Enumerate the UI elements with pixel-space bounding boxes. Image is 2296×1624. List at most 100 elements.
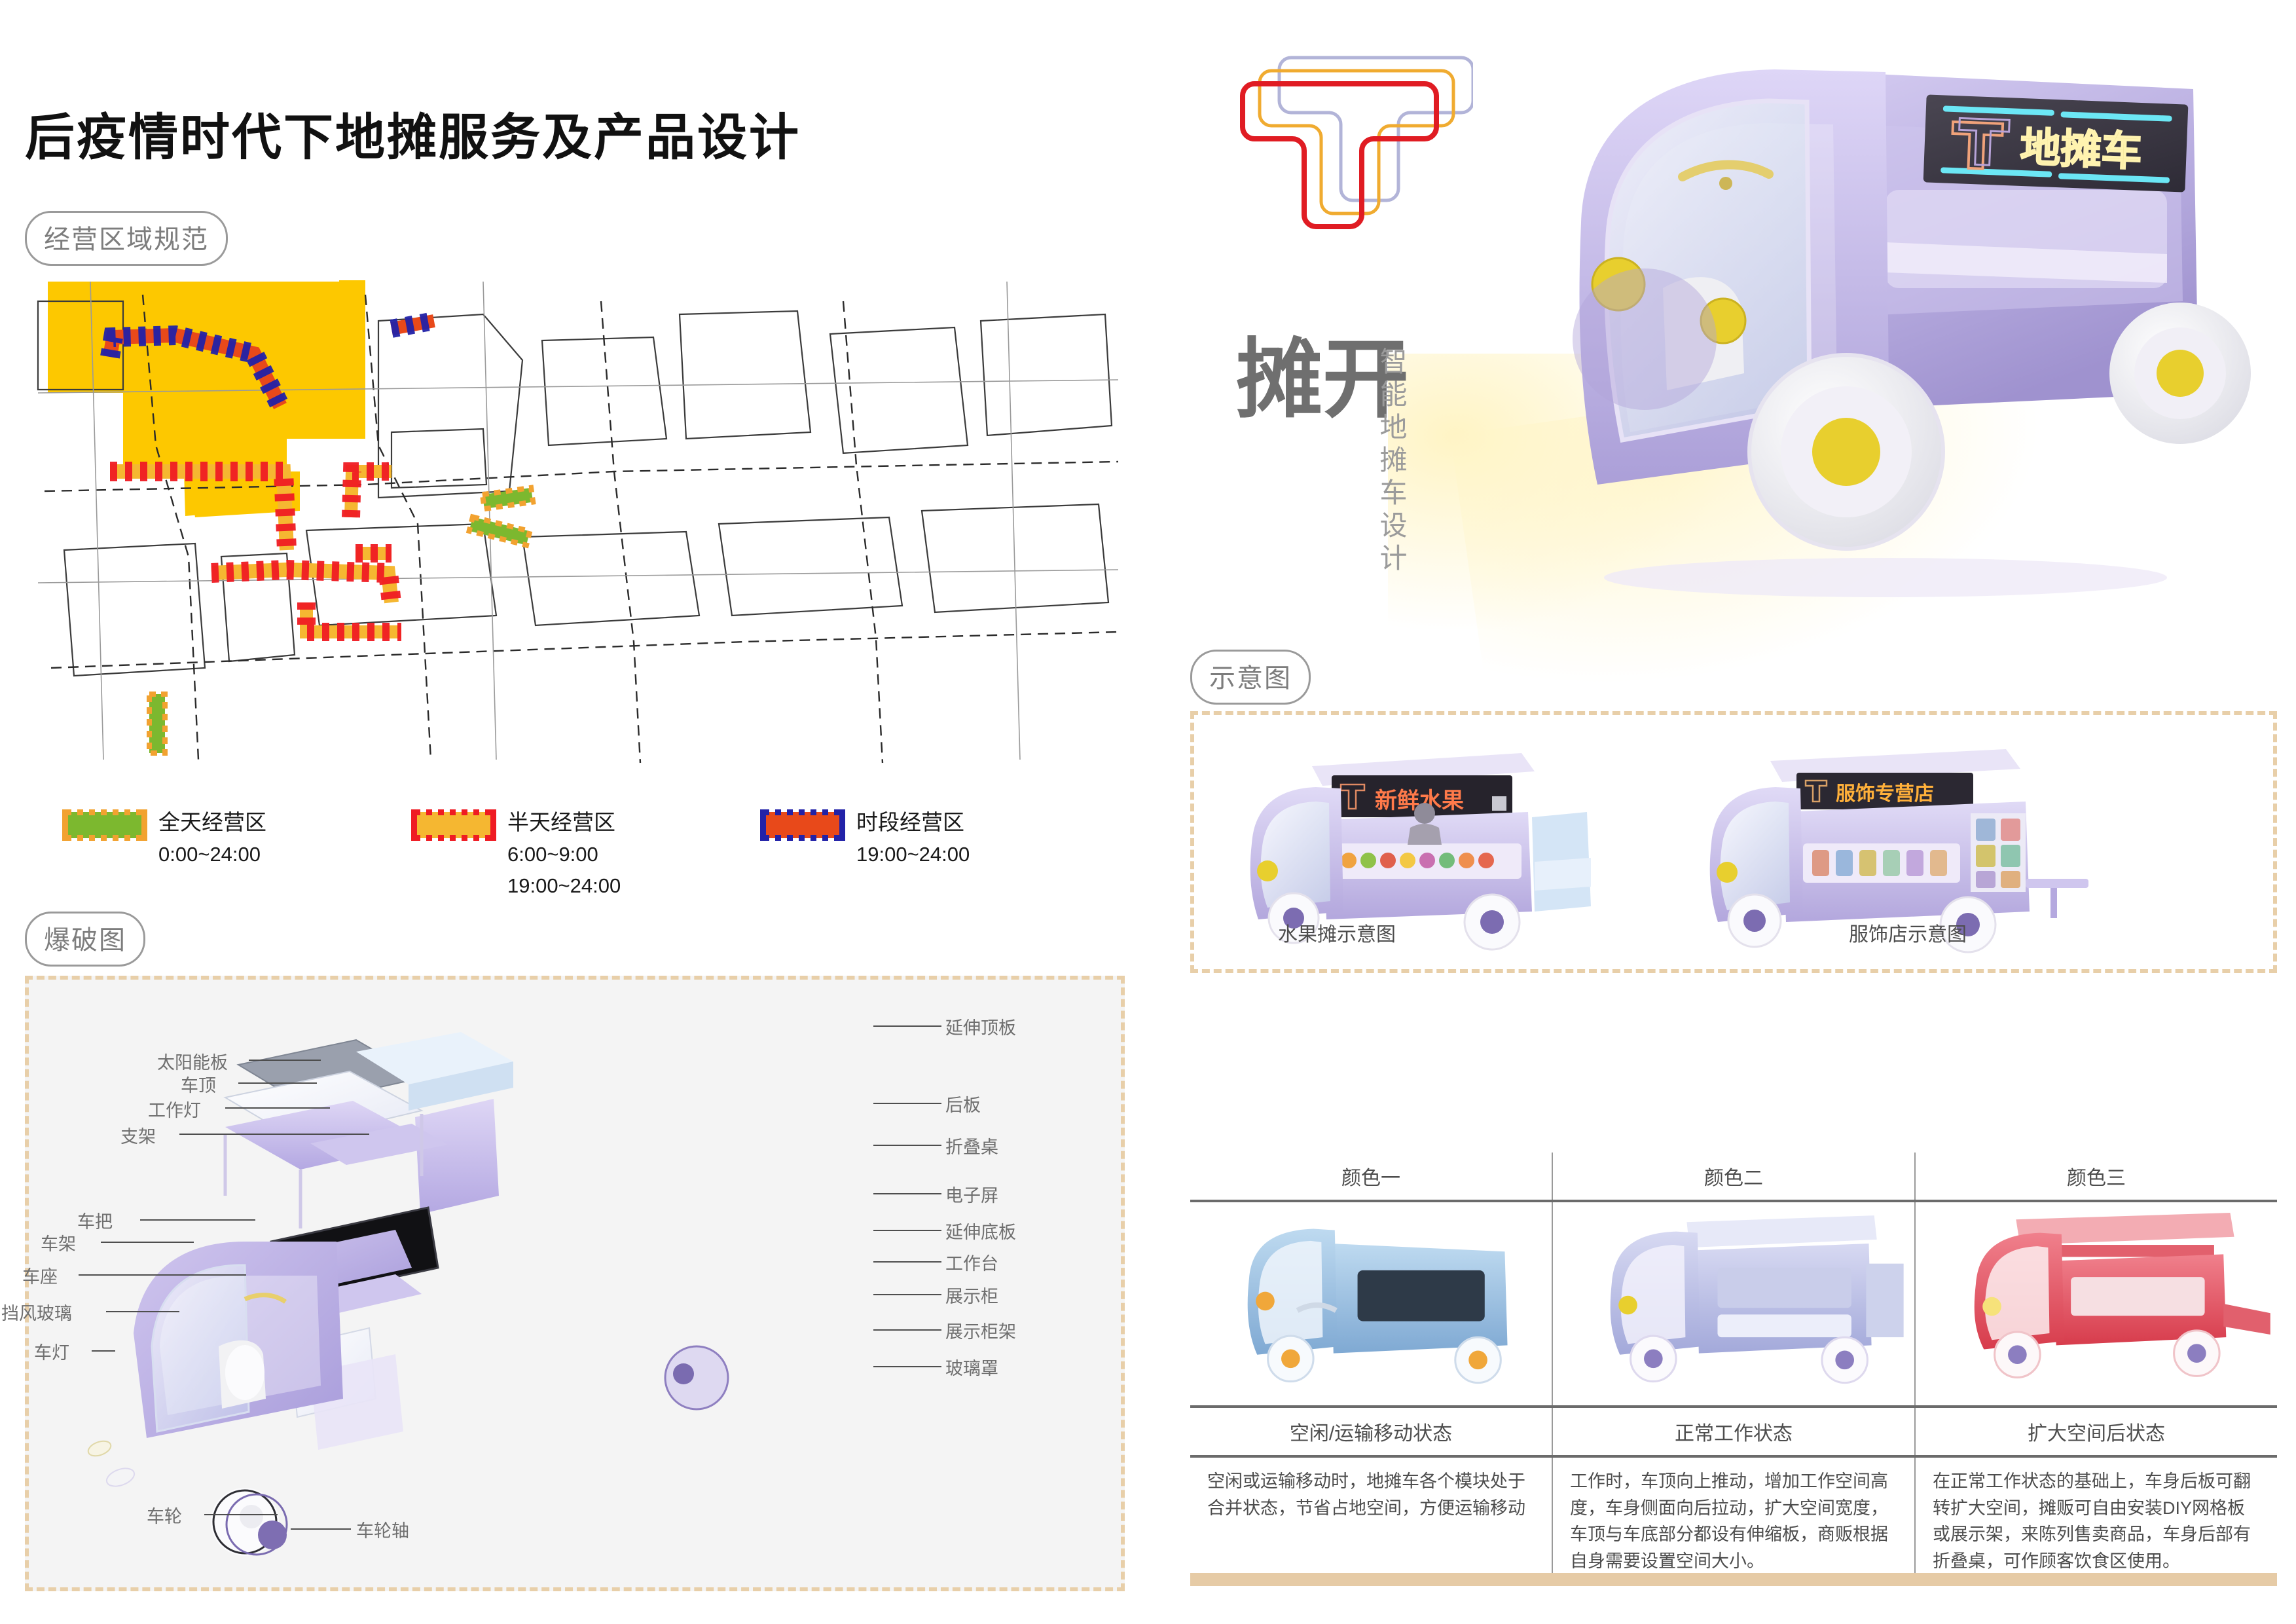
explode-label-support: 支架 (120, 1127, 156, 1147)
part-back-panel (415, 1099, 499, 1214)
truck-headlight-rear (1700, 297, 1747, 344)
brand-subtitle: 智能地摊车设计 (1376, 347, 1408, 576)
logo-t-purple (1277, 56, 1473, 202)
explode-label-roof: 车顶 (181, 1076, 216, 1096)
explode-label-screen: 电子屏 (945, 1186, 998, 1206)
explode-leader-display-cabinet (873, 1294, 941, 1295)
part-wheel (211, 1488, 288, 1556)
explode-label-seat: 车座 (22, 1267, 58, 1287)
zone-strip-full-day (147, 485, 536, 756)
truck-neon-sign: 地摊车 (1923, 94, 2189, 193)
legend-item: 全天经营区 0:00~24:00 (62, 805, 414, 891)
clothing-sign-text: 服饰专营店 (1836, 783, 1934, 805)
legend-name-half-day: 半天经营区 (507, 810, 615, 834)
variant-truck-red (1974, 1212, 2270, 1378)
map-legend: 全天经营区 0:00~24:00 半天经营区 6:00~9:00 19:00~2… (62, 805, 1113, 897)
variants-state-row: 空闲/运输移动状态 正常工作状态 扩大空间后状态 (1190, 1408, 2277, 1455)
truck-headlight-front (1591, 257, 1646, 312)
variants-image-row (1190, 1202, 2277, 1405)
clothing-sign-board (1796, 773, 1973, 809)
explode-label-folding-table: 折叠桌 (945, 1137, 998, 1157)
legend-swatch-timed (760, 809, 845, 841)
explode-label-windshield: 挡风玻璃 (1, 1304, 72, 1323)
page-title: 后疫情时代下地摊服务及产品设计 (25, 110, 801, 166)
clothing-rail-items (1812, 850, 1947, 876)
fruit-vendor (1408, 803, 1442, 845)
map-panel (25, 275, 1125, 773)
explode-label-display-cabinet: 展示柜 (945, 1287, 998, 1306)
explode-leader-wheel-axle (291, 1528, 351, 1530)
legend-swatch-full-day (62, 809, 147, 841)
legend-text-timed: 时段经营区 19:00~24:00 (856, 805, 970, 870)
variant-truck-blue (1247, 1228, 1508, 1384)
variants-header-color-2: 颜色二 (1553, 1153, 1916, 1200)
logo-block: 摊开 智能地摊车设计 (1224, 39, 1473, 589)
legend-hours-full-day: 0:00~24:00 (158, 842, 261, 866)
sketch-caption-fruit: 水果摊示意图 (1278, 924, 1396, 946)
explode-leader-glass-cover (873, 1366, 941, 1367)
pill-explode: 爆破图 (25, 912, 145, 967)
legend-item: 时段经营区 19:00~24:00 (760, 805, 1112, 891)
explode-leader-extension-top (873, 1025, 941, 1027)
explode-label-worktable: 工作台 (945, 1254, 998, 1274)
explode-label-wheel-axle: 车轮轴 (356, 1521, 409, 1541)
logo-t-red (1240, 81, 1439, 229)
explode-label-extension-top: 延伸顶板 (945, 1018, 1016, 1038)
legend-item: 半天经营区 6:00~9:00 19:00~24:00 (411, 805, 763, 897)
sketch-panel: 新鲜水果 (1190, 711, 2277, 973)
explode-leader-support (179, 1134, 369, 1135)
explode-leader-windshield (106, 1311, 179, 1312)
variants-rule-mid (1190, 1405, 2277, 1408)
variant-state-3: 扩大空间后状态 (2028, 1423, 2165, 1445)
truck-wheel-far (2109, 303, 2251, 444)
truck-handlebar (1678, 160, 1774, 190)
variants-table: 颜色一 颜色二 颜色三 (1190, 1153, 2277, 1581)
variant-image-3 (1916, 1202, 2277, 1405)
fruit-sign-board (1332, 775, 1512, 817)
explode-leader-display-rack (873, 1329, 941, 1331)
variant-image-1 (1190, 1202, 1553, 1405)
part-folding-table (310, 1124, 448, 1165)
explode-leader-work-light (225, 1107, 330, 1109)
zone-map (37, 280, 1119, 764)
zone-strip-half-day (110, 462, 401, 641)
part-support-frame (223, 1114, 424, 1228)
legend-name-full-day: 全天经营区 (158, 810, 266, 834)
explode-leader-wheel (204, 1514, 278, 1515)
explode-label-frame: 车架 (41, 1234, 76, 1254)
legend-hours-timed: 19:00~24:00 (856, 842, 970, 866)
legend-text-full-day: 全天经营区 0:00~24:00 (158, 805, 266, 870)
variants-header-color-1: 颜色一 (1190, 1153, 1553, 1200)
part-extension-top (356, 1032, 513, 1111)
explode-label-back-panel: 后板 (945, 1096, 981, 1115)
legend-hours2-half-day: 19:00~24:00 (507, 874, 621, 897)
map-roads-dashed (44, 294, 1119, 764)
sketch-illustrations: 新鲜水果 (1250, 749, 2088, 953)
part-handlebar (244, 1293, 287, 1304)
variants-header-color-3: 颜色三 (2067, 1168, 2126, 1189)
legend-swatch-half-day (411, 809, 496, 841)
truck-sign-text: 地摊车 (2019, 125, 2143, 175)
section-label-business-area: 经营区域规范 (25, 211, 228, 266)
zone-strip-timed (100, 312, 436, 411)
variant-state-1: 空闲/运输移动状态 (1190, 1408, 1553, 1455)
sketch-clothing-shop: 服饰专营店 (1709, 749, 2088, 953)
bottom-accent-strip (1190, 1573, 2277, 1586)
variant-description-2: 工作时，车顶向上推动，增加工作空间高度，车身侧面向后拉动，扩大空间宽度，车顶与车… (1553, 1458, 1916, 1581)
explode-leader-extension-bottom (873, 1230, 941, 1231)
pill-sketch: 示意图 (1190, 650, 1311, 705)
legend-text-half-day: 半天经营区 6:00~9:00 19:00~24:00 (507, 805, 621, 901)
clothing-grid-items (1976, 819, 2020, 888)
explode-illustration (87, 1032, 729, 1556)
variants-rule-top (1190, 1200, 2277, 1202)
variant-image-2 (1553, 1202, 1916, 1405)
map-buildings (37, 300, 1113, 677)
explode-label-glass-cover: 玻璃罩 (945, 1359, 998, 1378)
part-glass-cover (664, 1345, 729, 1411)
explode-label-headlight: 车灯 (34, 1343, 69, 1363)
explode-label-wheel: 车轮 (147, 1507, 182, 1526)
explode-leader-frame (101, 1242, 194, 1243)
variant-state-2: 正常工作状态 (1553, 1408, 1916, 1455)
sketch-fruit-stand: 新鲜水果 (1250, 753, 1591, 951)
explode-leader-worktable (873, 1261, 941, 1263)
